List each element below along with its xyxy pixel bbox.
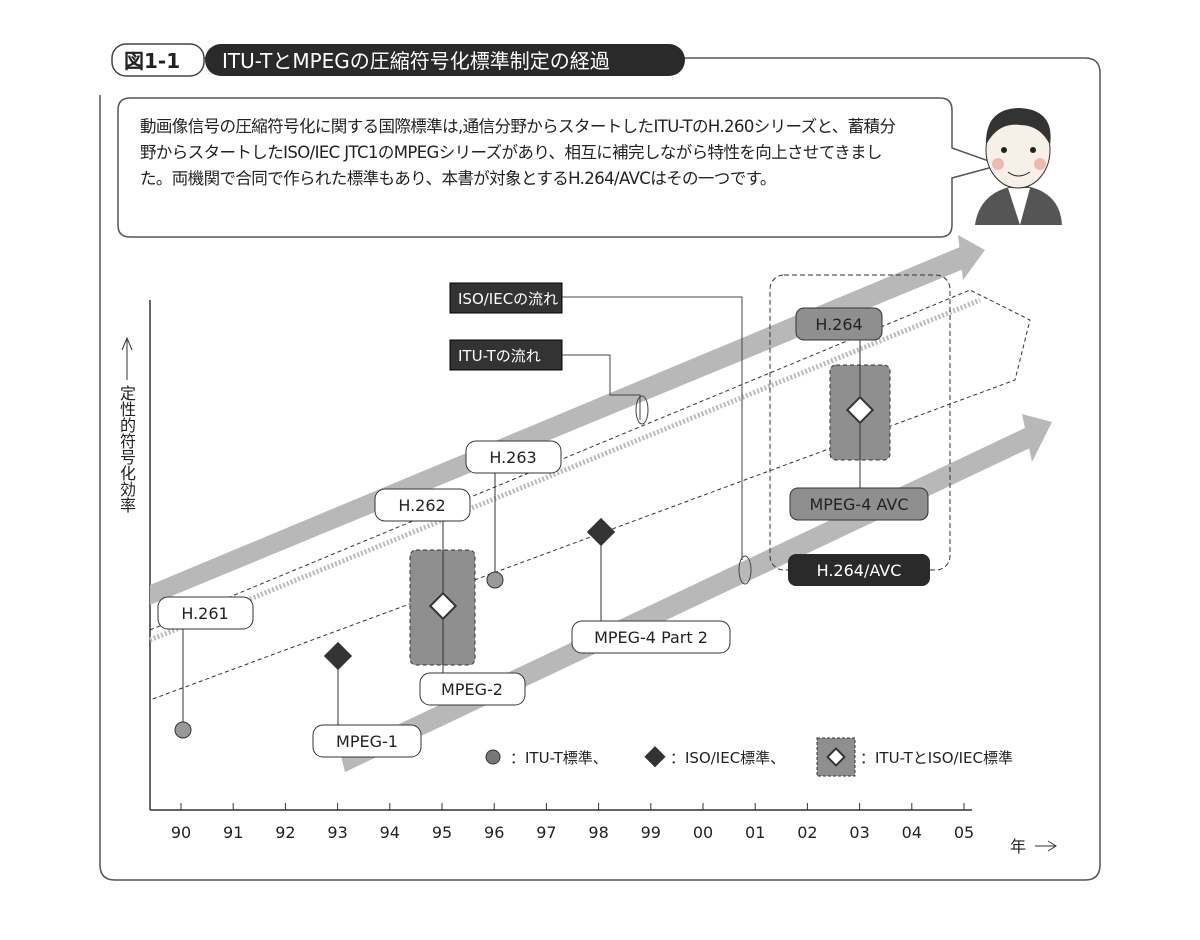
x-tick-label: 94 xyxy=(380,823,400,842)
mpeg4-part2-label: MPEG-4 Part 2 xyxy=(594,628,708,647)
legend-joint-box xyxy=(816,737,856,777)
x-tick-label: 92 xyxy=(275,823,295,842)
h264avc-label-box xyxy=(788,554,930,586)
mpeg4avc-label-box xyxy=(789,487,929,521)
x-tick-label: 03 xyxy=(849,823,869,842)
x-tick-label: 01 xyxy=(745,823,765,842)
x-axis-label: 年 xyxy=(1010,837,1026,856)
mpeg4avc-label: MPEG-4 AVC xyxy=(809,495,908,514)
h262-label-box xyxy=(374,488,471,522)
h263-label: H.263 xyxy=(489,448,536,467)
x-tick-label: 05 xyxy=(954,823,974,842)
x-tick-label: 91 xyxy=(223,823,243,842)
x-tick-label: 97 xyxy=(536,823,556,842)
mpeg1-label: MPEG-1 xyxy=(336,732,398,751)
intro-text: 動画像信号の圧縮符号化に関する国際標準は,通信分野からスタートしたITU-TのH… xyxy=(140,117,896,188)
h264-marker xyxy=(845,395,875,425)
h264avc-label: H.264/AVC xyxy=(817,561,902,580)
legend-joint: ：ITU-TとISO/IEC標準 xyxy=(860,749,1013,767)
legend-iso: ：ISO/IEC標準、 xyxy=(670,749,785,767)
figure-title-box xyxy=(205,44,685,76)
figure-number: 図1-1 xyxy=(124,49,180,73)
x-tick-label: 04 xyxy=(902,823,922,842)
x-tick-label: 93 xyxy=(327,823,347,842)
speech-bubble xyxy=(117,97,1003,238)
h262-label: H.262 xyxy=(398,496,445,515)
x-tick-label: 90 xyxy=(171,823,191,842)
x-axis-arrow-icon xyxy=(1035,840,1057,852)
h262-mpeg2-marker xyxy=(428,591,458,621)
y-axis-label: 定性的符号化効率 xyxy=(117,385,136,513)
itu-flow-label: ITU-Tの流れ xyxy=(458,347,541,365)
iso-flow-label-box xyxy=(449,282,563,314)
legend-itu: ：ITU-T標準、 xyxy=(510,749,608,767)
figure-title: ITU-TとMPEGの圧縮符号化標準制定の経過 xyxy=(222,49,610,73)
mpeg2-label-box xyxy=(419,672,526,706)
x-tick-label: 00 xyxy=(693,823,713,842)
frame xyxy=(99,57,1101,881)
mpeg2-label: MPEG-2 xyxy=(441,680,503,699)
x-tick-label: 02 xyxy=(797,823,817,842)
h264-label-box xyxy=(795,307,883,341)
presenter-character-icon xyxy=(975,108,1062,225)
mpeg1-marker xyxy=(323,641,353,671)
h263-label-box xyxy=(465,440,562,474)
x-tick-label: 98 xyxy=(588,823,608,842)
h261-marker xyxy=(174,721,192,739)
legend-joint-icon xyxy=(826,747,846,767)
x-tick-label: 95 xyxy=(432,823,452,842)
h263-marker xyxy=(486,571,504,589)
legend-iso-icon xyxy=(644,746,666,768)
iso-flow-leader xyxy=(562,296,743,560)
h261-label: H.261 xyxy=(181,604,228,623)
h261-label-box xyxy=(157,596,254,630)
itu-flow-band xyxy=(150,247,966,605)
h264-label: H.264 xyxy=(815,315,862,334)
figure-number-box xyxy=(111,43,205,77)
x-tick-label: 99 xyxy=(641,823,661,842)
iso-flow-label: ISO/IECの流れ xyxy=(458,290,558,308)
mpeg1-label-box xyxy=(312,724,422,758)
itu-flow-label-box xyxy=(449,339,563,371)
mpeg4-part2-marker xyxy=(586,517,616,547)
legend-itu-icon xyxy=(485,749,501,765)
x-tick-label: 96 xyxy=(484,823,504,842)
mpeg4-part2-label-box xyxy=(571,620,731,654)
